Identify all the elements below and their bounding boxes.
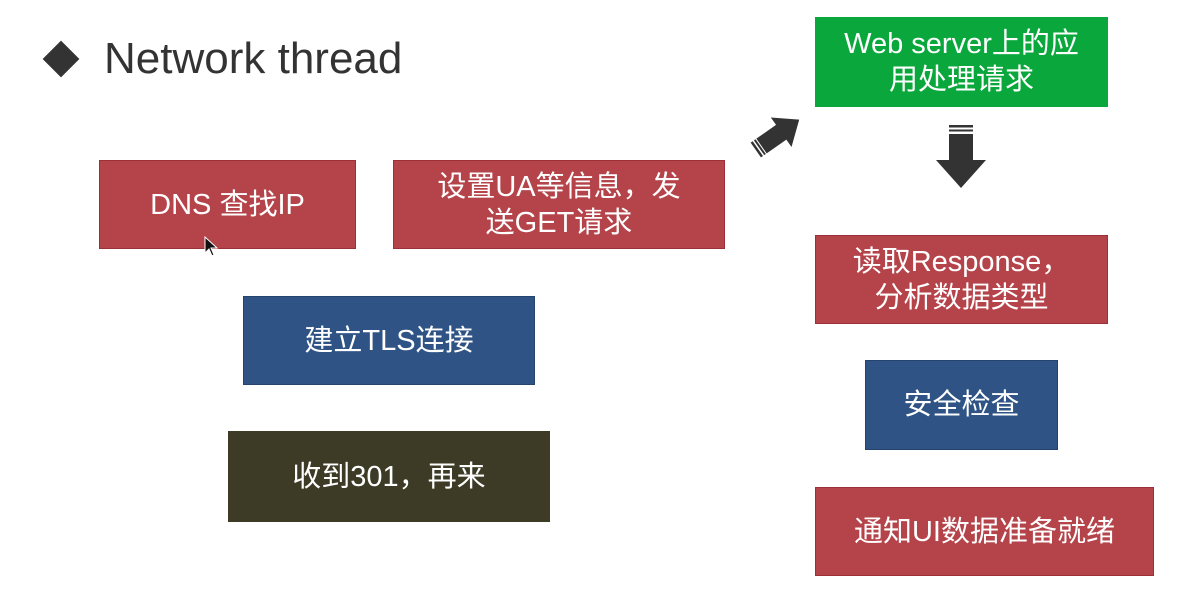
- arrow-down-icon: [936, 125, 986, 188]
- dns-label: DNS 查找IP: [150, 188, 305, 221]
- mouse-cursor-icon: [204, 236, 219, 257]
- slide-title: Network thread: [40, 34, 402, 84]
- notify-label: 通知UI数据准备就绪: [853, 515, 1115, 548]
- security-check-box: 安全检查: [865, 360, 1058, 450]
- tls-box: 建立TLS连接: [243, 296, 535, 385]
- set-ua-box: 设置UA等信息，发送GET请求: [393, 160, 725, 249]
- server-label-1: Web server上的应: [844, 28, 1079, 60]
- dns-lookup-box: DNS 查找IP: [99, 160, 356, 249]
- response-label-2: 分析数据类型: [874, 281, 1049, 314]
- web-server-box: Web server上的应用处理请求: [815, 17, 1108, 107]
- response-box: 读取Response，分析数据类型: [815, 235, 1108, 324]
- notify-ui-box: 通知UI数据准备就绪: [815, 487, 1154, 576]
- diamond-bullet-icon: [42, 40, 80, 78]
- ua-label-2: 送GET请求: [485, 206, 633, 239]
- response-label-1: 读取Response，: [852, 245, 1071, 278]
- security-label: 安全检查: [903, 389, 1020, 421]
- arrow-up-right-icon: [750, 117, 800, 158]
- server-label-2: 用处理请求: [888, 64, 1034, 96]
- title-text: Network thread: [104, 34, 403, 83]
- redirect-label: 收到301，再来: [292, 460, 486, 493]
- redirect-box: 收到301，再来: [228, 431, 550, 522]
- tls-label: 建立TLS连接: [304, 324, 474, 357]
- ua-label-1: 设置UA等信息，发: [437, 170, 681, 203]
